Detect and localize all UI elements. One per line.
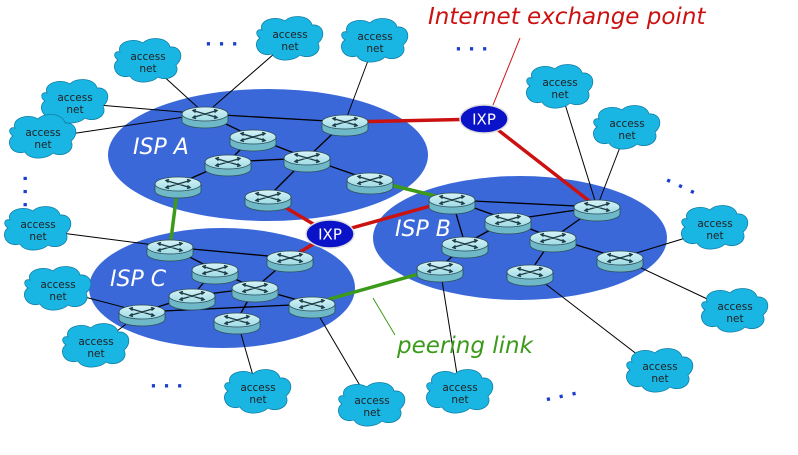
access-net-label: access xyxy=(78,336,113,348)
access-net-label: net xyxy=(29,231,46,243)
peering-link-pointer xyxy=(372,297,396,336)
router-icon xyxy=(168,288,216,311)
access-net-label: access xyxy=(130,51,165,63)
access-net-label: access xyxy=(354,395,389,407)
exchange-point-annotation: Internet exchange point xyxy=(428,4,706,30)
access-net-label: access xyxy=(40,279,75,291)
access-net-label: access xyxy=(442,382,477,394)
router-icon xyxy=(283,150,331,173)
access-net-label: net xyxy=(706,230,723,242)
access-net-label: access xyxy=(57,92,92,104)
access-net-label: net xyxy=(451,394,468,406)
ixp-node: IXP xyxy=(305,219,355,249)
access-net-label: access xyxy=(642,361,677,373)
router-icon xyxy=(506,264,554,287)
router-icon xyxy=(213,312,261,335)
access-net-label: net xyxy=(34,139,51,151)
router-icon xyxy=(191,262,239,285)
isp-c-label: ISP C xyxy=(110,267,167,292)
router-icon xyxy=(266,250,314,273)
access-net-label: access xyxy=(542,77,577,89)
ellipsis-top-left: · · · xyxy=(205,34,238,55)
access-net-label: access xyxy=(25,127,60,139)
ixp-node-shape xyxy=(459,104,509,134)
access-net-label: access xyxy=(357,31,392,43)
router-icon xyxy=(529,230,577,253)
router-icon xyxy=(154,176,202,199)
isp-b-label: ISP B xyxy=(395,217,451,242)
access-net-label: net xyxy=(551,89,568,101)
router-icon xyxy=(416,260,464,283)
access-net-label: net xyxy=(618,130,635,142)
router-icon xyxy=(573,199,621,222)
ixp-node: IXP xyxy=(459,104,509,134)
access-net-label: net xyxy=(726,313,743,325)
ellipsis-bottom-right: · · · xyxy=(543,383,580,410)
internal-link xyxy=(141,303,313,313)
router-icon xyxy=(231,280,279,303)
access-net-label: net xyxy=(49,291,66,303)
access-net-layer: accessnetaccessnetaccessnetaccessnetacce… xyxy=(4,16,769,427)
access-net-label: net xyxy=(87,348,104,360)
peering-link-annotation: peering link xyxy=(396,333,535,359)
access-net-label: access xyxy=(697,218,732,230)
router-icon xyxy=(288,296,336,319)
exchange-point-pointer xyxy=(492,37,521,106)
ixp-label: IXP xyxy=(472,111,496,129)
ixp-label: IXP xyxy=(318,226,342,244)
router-layer xyxy=(118,106,644,335)
access-net-label: net xyxy=(366,43,383,55)
access-net-label: net xyxy=(66,104,83,116)
router-icon xyxy=(484,212,532,235)
router-icon xyxy=(321,114,369,137)
access-link xyxy=(559,87,598,208)
access-net-label: access xyxy=(609,118,644,130)
router-icon xyxy=(229,129,277,152)
router-icon xyxy=(118,304,166,327)
router-icon xyxy=(428,192,476,215)
ellipsis-bottom-left: · · · xyxy=(150,376,183,397)
ellipsis-top-middle: · · · xyxy=(455,39,488,60)
router-icon xyxy=(146,239,194,262)
access-net-label: net xyxy=(249,394,266,406)
ellipsis-left: · · · xyxy=(14,175,35,208)
router-icon xyxy=(346,172,394,195)
router-icon xyxy=(204,154,252,177)
access-net-label: access xyxy=(272,29,307,41)
access-net-label: access xyxy=(240,382,275,394)
ixp-link xyxy=(482,117,599,209)
router-icon xyxy=(441,236,489,259)
ixp-layer: IXP IXP xyxy=(305,104,509,249)
access-net-label: net xyxy=(651,373,668,385)
access-net-label: access xyxy=(20,219,55,231)
router-icon xyxy=(596,250,644,273)
access-net-label: net xyxy=(139,63,156,75)
access-net-label: net xyxy=(281,41,298,53)
ellipsis-right: · · · xyxy=(661,170,700,203)
access-net-label: net xyxy=(363,407,380,419)
ixp-node-shape xyxy=(305,219,355,249)
router-icon xyxy=(244,189,292,212)
access-net-label: access xyxy=(717,301,752,313)
isp-a-label: ISP A xyxy=(133,135,189,160)
internal-link xyxy=(451,199,598,208)
router-icon xyxy=(181,106,229,129)
